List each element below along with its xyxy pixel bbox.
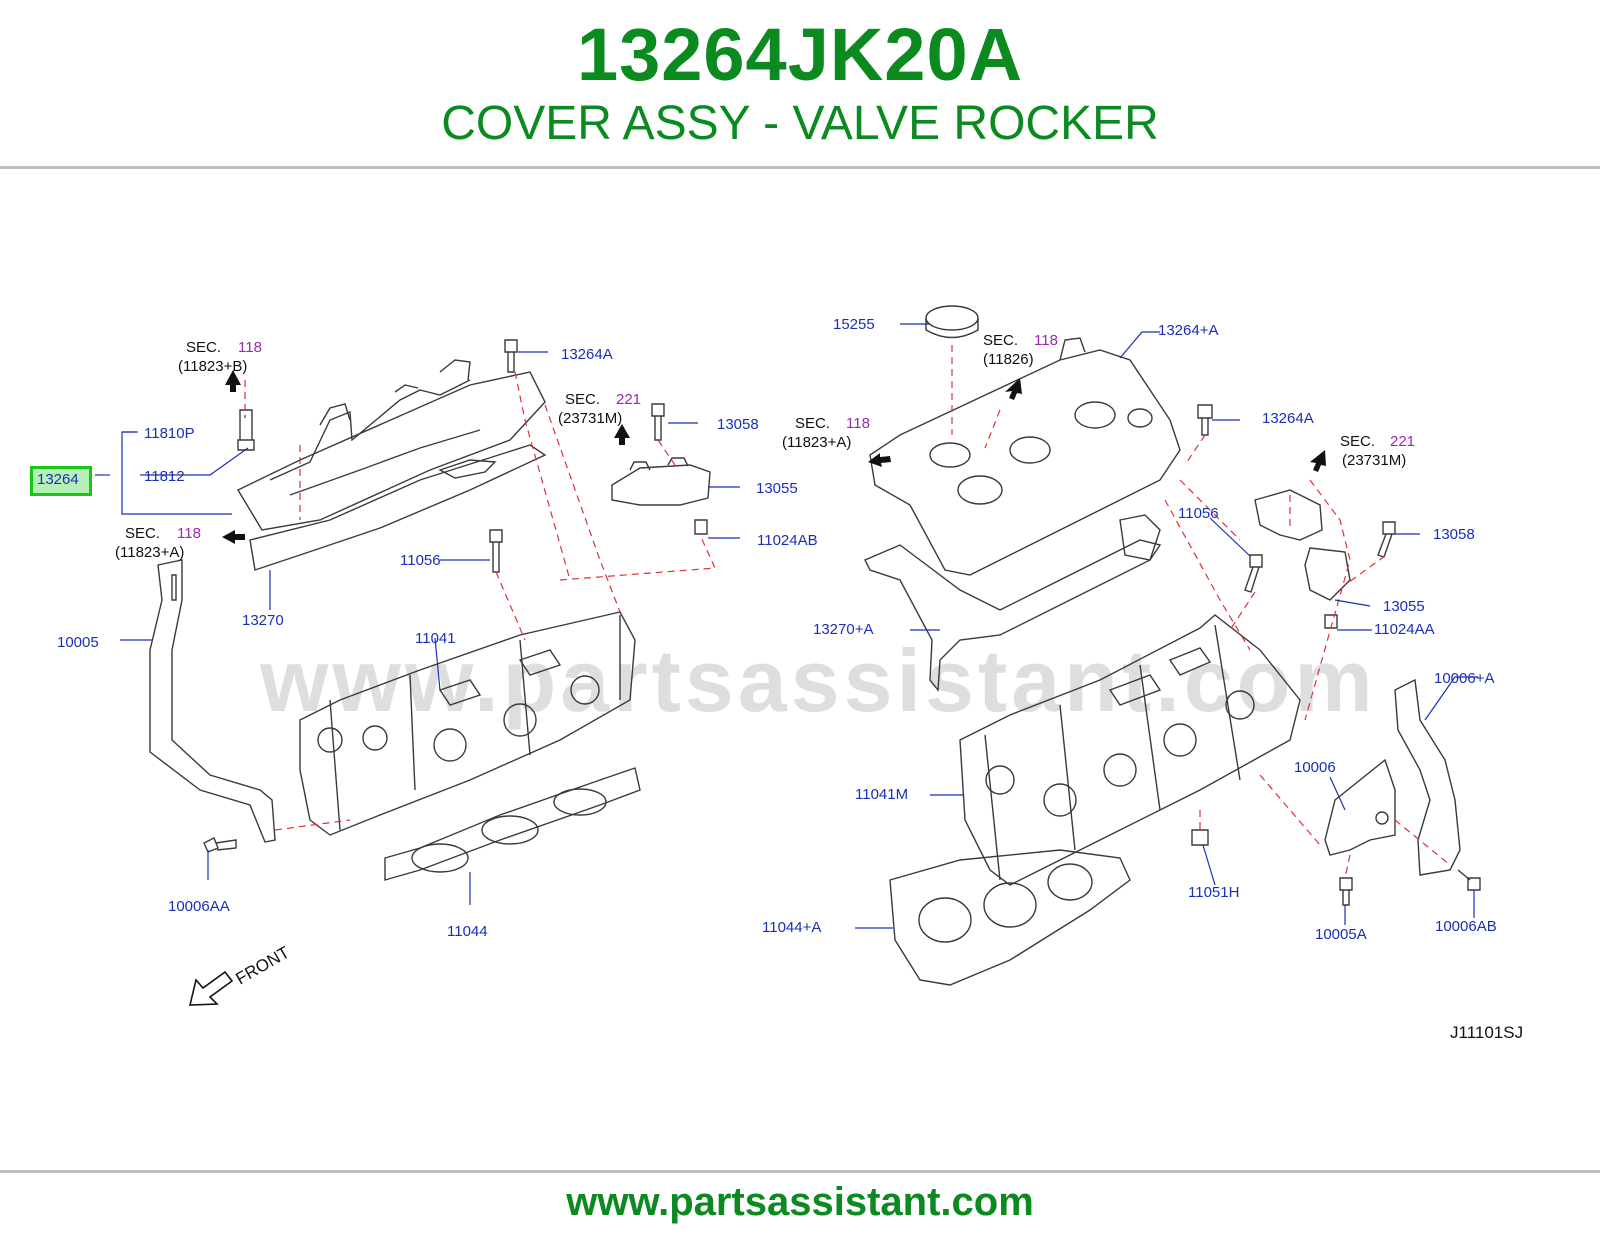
part-label[interactable]: 13264A [1262,410,1314,427]
arrow-up-icon [1005,378,1022,400]
part-label[interactable]: 11812 [144,468,185,485]
sec-ref-number[interactable]: 221 [616,391,641,408]
part-label[interactable]: 10006AB [1435,918,1497,935]
footer-url-link[interactable]: www.partsassistant.com [566,1180,1034,1224]
oil-filler-cap-15255[interactable] [925,305,979,339]
rocker-cover-left[interactable] [237,359,546,531]
gasket-13270[interactable] [249,444,547,571]
arrow-left-icon [868,453,891,467]
part-label[interactable]: 15255 [833,316,875,333]
arrow-left-icon [222,530,245,544]
bolt-11056-left[interactable] [489,529,503,573]
part-label[interactable]: 11024AB [757,532,818,549]
part-label[interactable]: 13058 [717,416,759,433]
head-gasket-11044a[interactable] [889,849,1131,986]
part-label[interactable]: 11056 [400,552,441,569]
bolt-10006aa[interactable] [203,837,237,853]
part-label[interactable]: 11051H [1188,884,1239,901]
bolt-10006ab[interactable] [1457,869,1481,891]
arrow-up-icon [225,370,241,392]
sec-ref-code: (23731M) [558,410,622,427]
bolt-13058-left[interactable] [651,403,665,441]
part-label[interactable]: 10005A [1315,926,1367,943]
sec-ref-label: SEC. [983,332,1018,349]
sec-ref-number[interactable]: 118 [177,525,201,542]
sec-ref-label: SEC. [125,525,160,542]
sec-ref-number[interactable]: 118 [238,339,262,356]
bolt-11056-right[interactable] [1244,554,1263,593]
pcv-valve-11810p[interactable] [237,409,255,451]
part-label[interactable]: 10006+A [1434,670,1494,687]
diagram-code: J11101SJ [1450,1023,1524,1042]
part-label[interactable]: 13264+A [1158,322,1218,339]
sec-ref-code: (11823+A) [782,434,851,451]
bracket-10006[interactable] [1324,758,1396,856]
part-label[interactable]: 10005 [57,634,99,651]
arrow-up-icon [614,424,630,445]
gasket-13270a[interactable] [864,514,1162,692]
highlighted-part-label[interactable]: 13264 [37,471,79,488]
sec-ref-label: SEC. [565,391,600,408]
part-label[interactable]: 13264A [561,346,613,363]
bolt-13058-right[interactable] [1377,521,1396,558]
arrow-up-icon [1310,450,1326,472]
part-label[interactable]: 11041M [855,786,908,803]
sec-ref-number[interactable]: 118 [1034,332,1058,349]
part-name-subtitle: COVER ASSY - VALVE ROCKER [441,97,1159,150]
cylinder-head-11041[interactable] [299,611,636,836]
part-label[interactable]: 13058 [1433,526,1475,543]
bolt-10005a[interactable] [1339,877,1353,906]
sec-ref-code: (23731M) [1342,452,1406,469]
sec-ref-label: SEC. [1340,433,1375,450]
part-label[interactable]: 11810P [144,425,195,442]
part-label[interactable]: 13270+A [813,621,873,638]
front-arrow-icon [188,970,234,1006]
sec-ref-number[interactable]: 118 [846,415,870,432]
part-label[interactable]: 10006AA [168,898,230,915]
sec-ref-label: SEC. [186,339,221,356]
sec-ref-label: SEC. [795,415,830,432]
part-label[interactable]: 11056 [1178,505,1219,522]
bolt-13264a[interactable] [504,339,518,373]
part-label[interactable]: 13055 [1383,598,1425,615]
part-number-title: 13264JK20A [576,13,1024,96]
bracket-10005[interactable] [149,559,276,843]
part-label[interactable]: 11041 [415,630,456,647]
footer-divider [0,1170,1600,1173]
header-divider [0,166,1600,169]
bolt-13264a-right[interactable] [1197,404,1213,436]
part-label[interactable]: 11044+A [762,919,821,936]
part-label[interactable]: 10006 [1294,759,1336,776]
head-gasket-11044[interactable] [384,767,641,881]
cylinder-head-11041m[interactable] [959,614,1301,886]
rocker-cover-right[interactable] [869,337,1181,576]
sec-ref-code: (11826) [983,351,1034,368]
part-label[interactable]: 11024AA [1374,621,1435,638]
sec-ref-number[interactable]: 221 [1390,433,1415,450]
part-label[interactable]: 11044 [447,923,488,940]
valve-timing-actuator-13055-right[interactable] [1254,489,1351,629]
front-label: FRONT [233,943,293,989]
sec-ref-code: (11823+B) [178,358,247,375]
part-label[interactable]: 13270 [242,612,284,629]
highlighted-part-box[interactable] [30,466,92,496]
valve-timing-actuator-13055-left[interactable] [611,457,711,535]
bolt-11051h[interactable] [1191,829,1209,846]
sec-ref-code: (11823+A) [115,544,184,561]
part-label[interactable]: 13055 [756,480,798,497]
bracket-10006a[interactable] [1394,678,1461,876]
watermark: www.partsassistant.com [260,631,1377,730]
